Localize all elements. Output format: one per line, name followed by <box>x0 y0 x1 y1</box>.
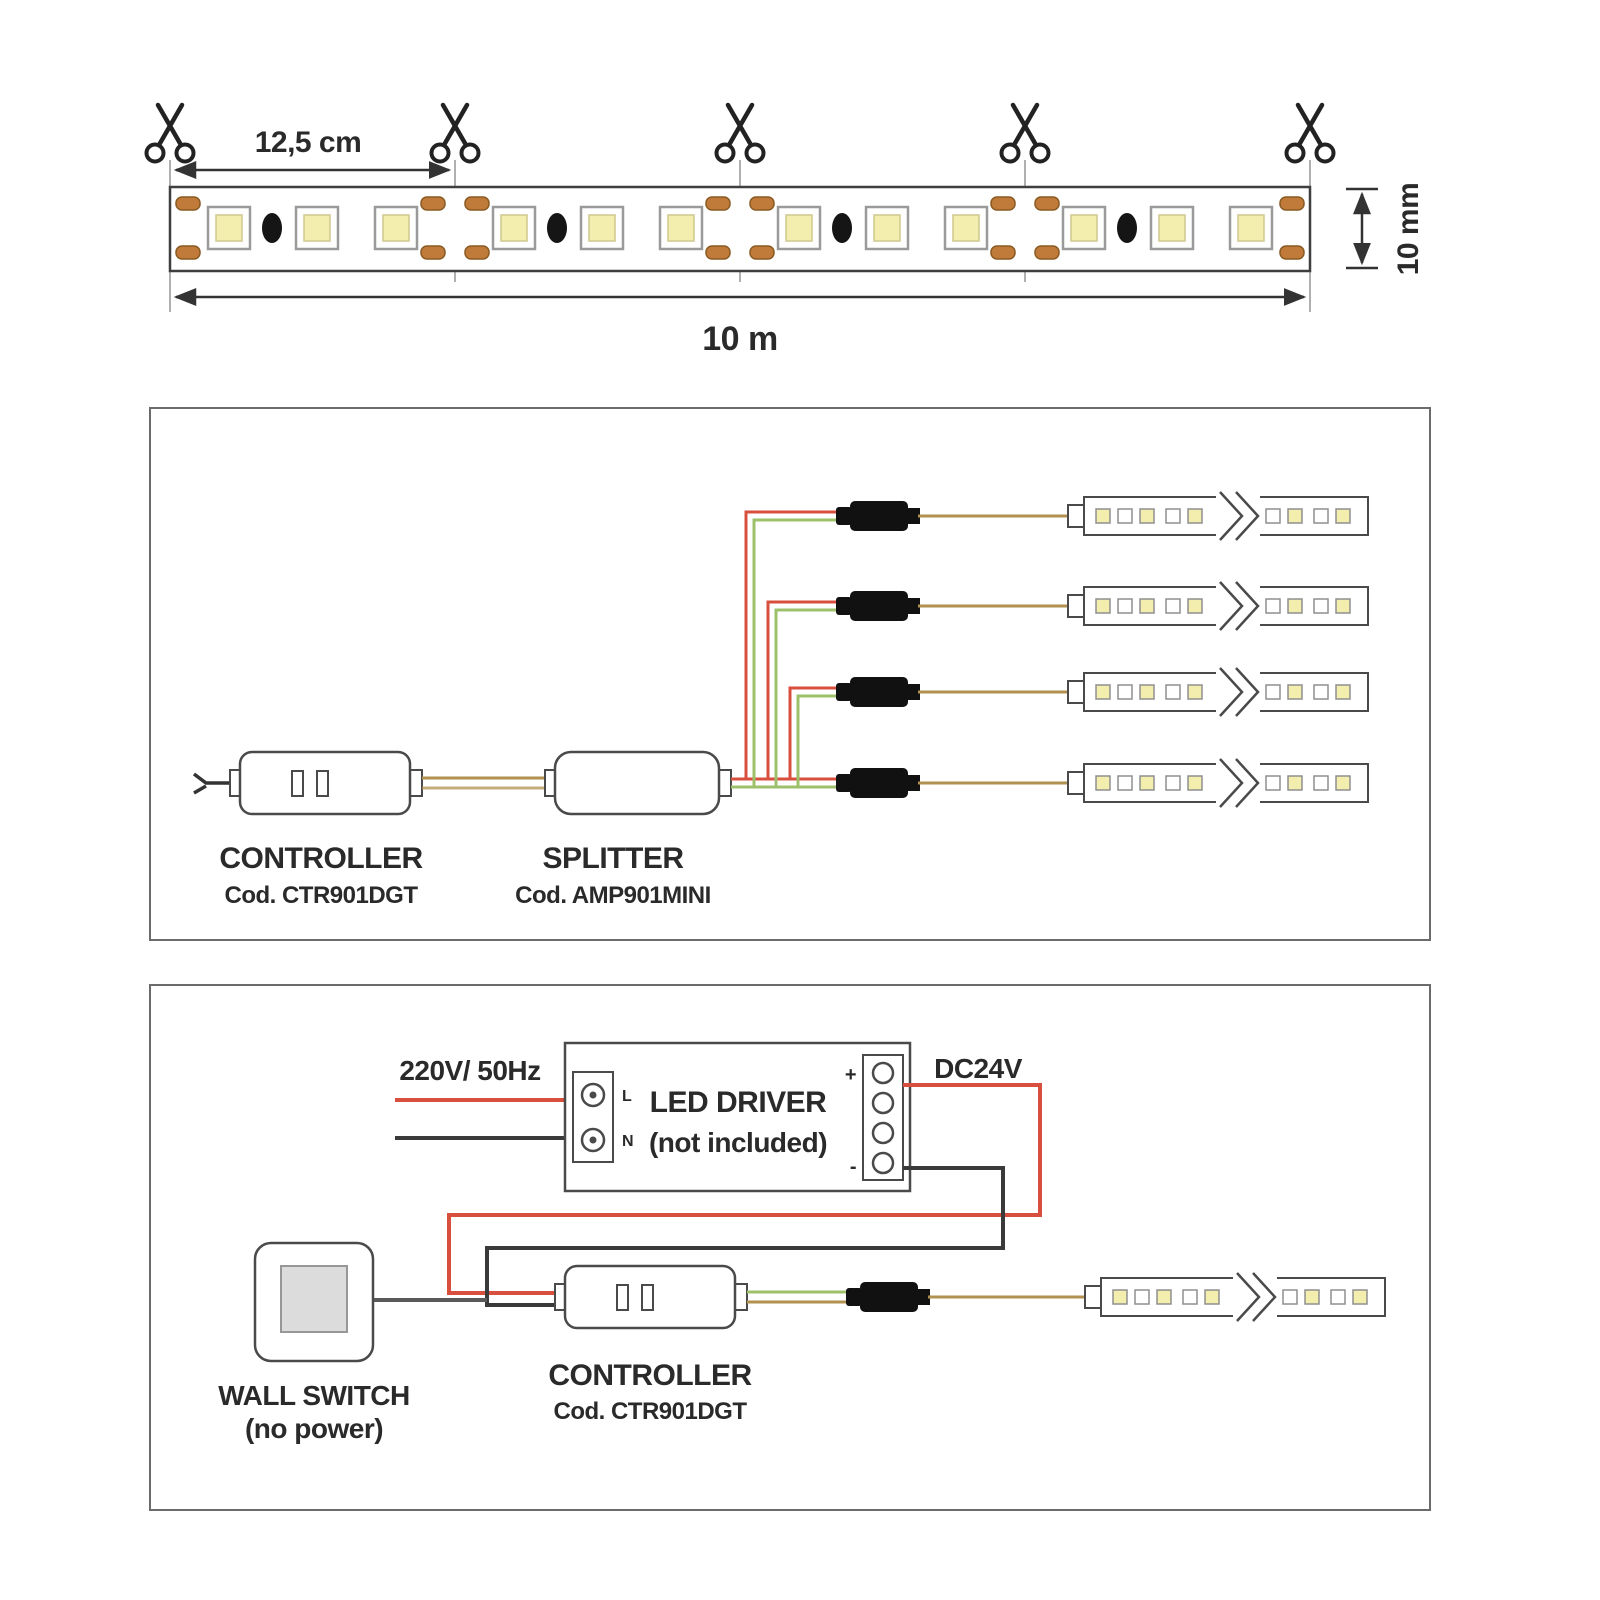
scissors-icon <box>1002 105 1049 162</box>
controller-to-splitter-wire <box>422 776 547 790</box>
wall-switch-sublabel: (no power) <box>245 1413 383 1444</box>
scissors-icon <box>1287 105 1334 162</box>
scissors-icon <box>432 105 479 162</box>
cut-length-label: 12,5 cm <box>255 126 362 159</box>
controller-code: Cod. CTR901DGT <box>224 882 418 909</box>
strip-height-dimension: 10 mm <box>1346 183 1425 276</box>
plug-to-strip-wires <box>918 514 1068 785</box>
driver-terminal-l-label: L <box>622 1088 632 1105</box>
controller-output-wires <box>747 1290 846 1304</box>
led-strip-segment <box>1061 205 1274 251</box>
controller-device <box>553 1264 749 1330</box>
driver-minus-label: - <box>850 1156 856 1178</box>
driver-terminal-n-label: N <box>622 1133 633 1150</box>
led-strip-body <box>168 185 1312 273</box>
led-strip-branch <box>1083 1271 1387 1323</box>
strip-section: 12,5 cm 10 mm 10 m <box>147 105 1425 358</box>
controller-label: CONTROLLER <box>219 842 423 875</box>
controller-device <box>228 750 424 816</box>
mains-input-label: 220V/ 50Hz <box>399 1055 540 1086</box>
splitter-code: Cod. AMP901MINI <box>515 882 711 909</box>
splitter-device <box>543 750 733 816</box>
controller-code: Cod. CTR901DGT <box>553 1398 747 1425</box>
led-strip-branch <box>1066 580 1370 632</box>
driver-plus-label: + <box>845 1064 856 1086</box>
led-strip-segment <box>776 205 989 251</box>
wall-switch-label: WALL SWITCH <box>218 1380 410 1411</box>
dc-negative-wire <box>485 1166 1005 1307</box>
wall-switch-device <box>253 1241 375 1363</box>
controller-input-wire <box>192 772 232 795</box>
splitter-diagram-section: CONTROLLER Cod. CTR901DGT SPLITTER Cod. … <box>149 407 1431 941</box>
led-driver-label: LED DRIVER <box>650 1086 828 1119</box>
led-strip-branch <box>1066 666 1370 718</box>
led-driver-device: L N + - LED DRIVER (not included) <box>563 1041 912 1193</box>
strip-height-label: 10 mm <box>1392 183 1425 276</box>
led-driver-sublabel: (not included) <box>649 1127 827 1158</box>
strip-total-length-dimension: 10 m <box>173 288 1307 358</box>
controller-label: CONTROLLER <box>548 1359 752 1392</box>
led-strip-segment <box>491 205 704 251</box>
splitter-output-red-wires <box>731 510 836 781</box>
strip-total-length-label: 10 m <box>702 320 778 358</box>
led-strip-segment <box>206 205 419 251</box>
dc-output-label: DC24V <box>934 1053 1023 1084</box>
splitter-output-green-wires <box>731 518 836 789</box>
power-diagram-section: 220V/ 50Hz L N + - LED DRIVER (not inclu… <box>149 984 1431 1511</box>
led-strip-branch <box>1066 757 1370 809</box>
dc-positive-wire <box>447 1083 1042 1295</box>
scissors-icon <box>717 105 764 162</box>
led-strip-branch <box>1066 490 1370 542</box>
scissors-icon <box>147 105 194 162</box>
splitter-label: SPLITTER <box>542 842 684 875</box>
